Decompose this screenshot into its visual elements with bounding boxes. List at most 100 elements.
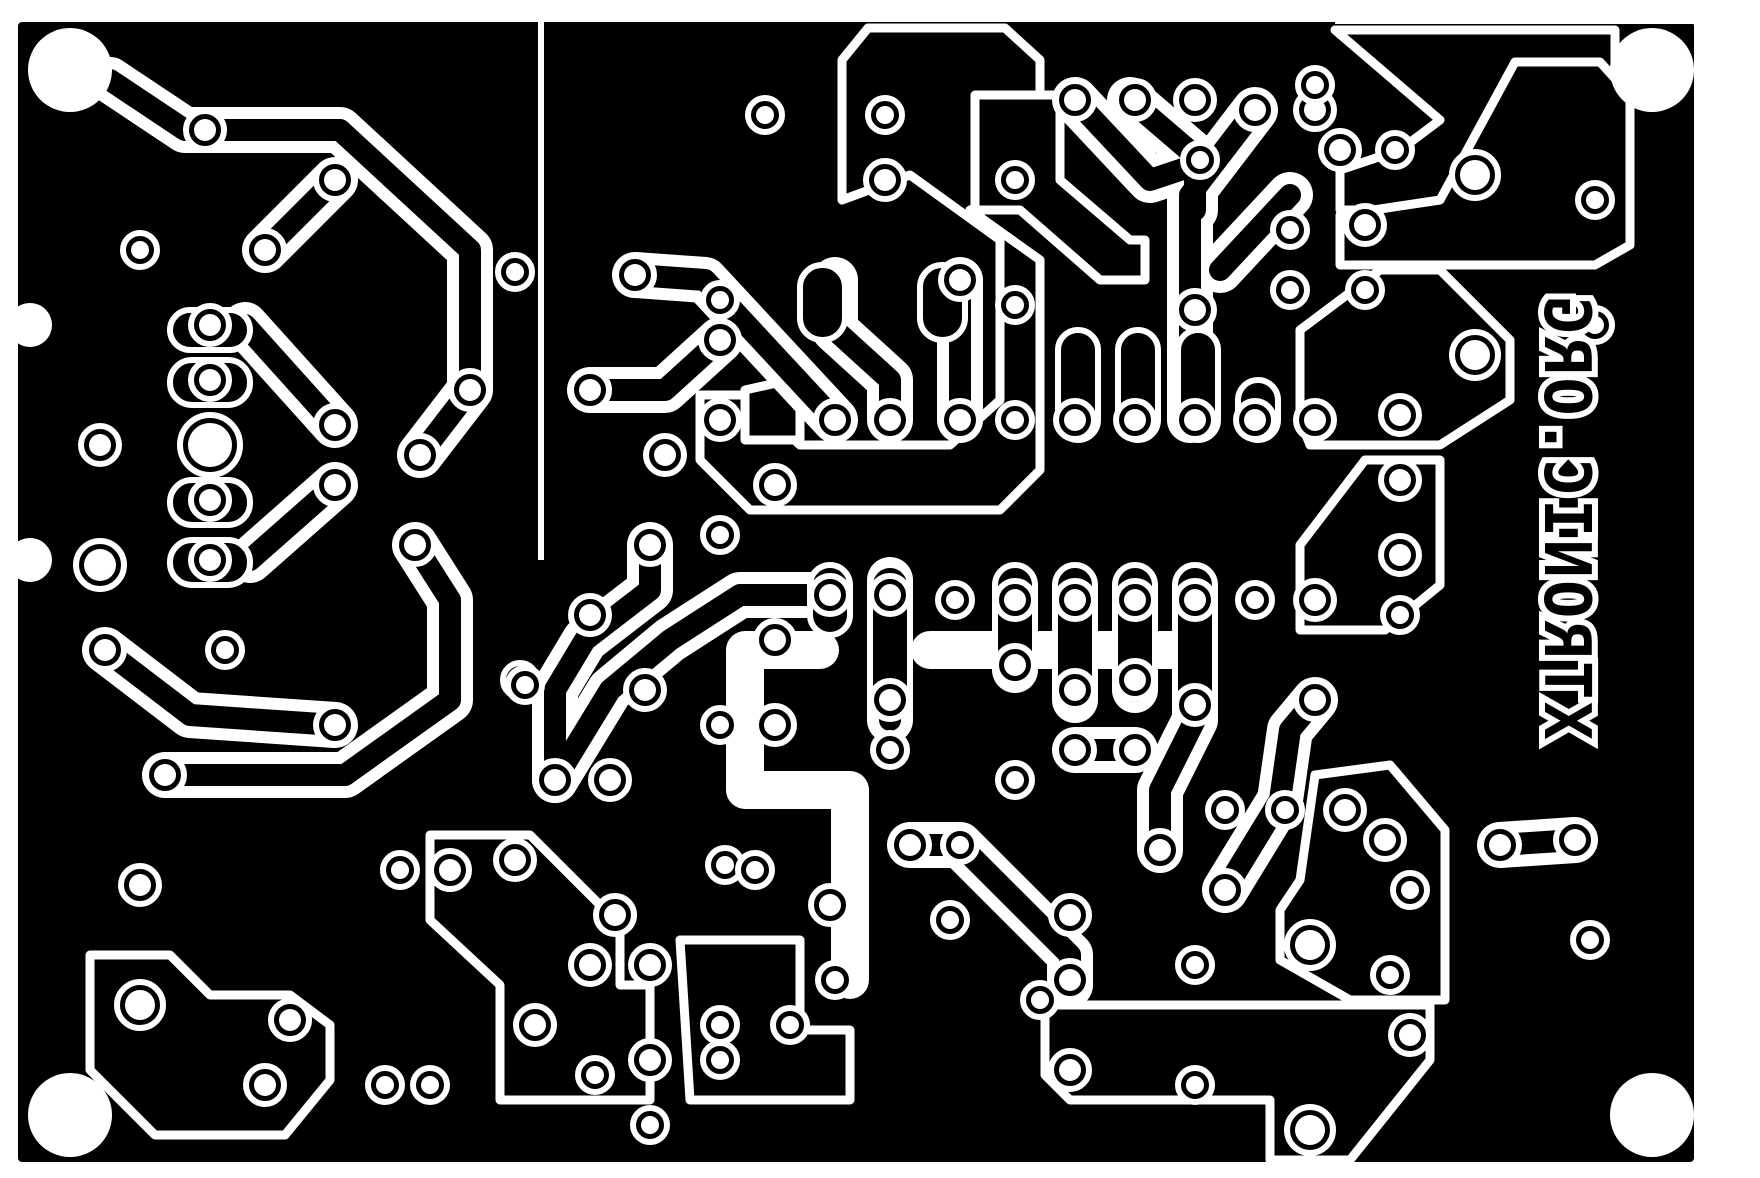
drill-hole	[949, 269, 971, 291]
drill-hole	[819, 894, 841, 916]
drill-hole	[324, 714, 346, 736]
island-center-poly	[970, 90, 1150, 285]
drill-hole	[1186, 956, 1204, 974]
drill-hole	[1006, 296, 1024, 314]
drill-hole	[506, 263, 524, 281]
drill-hole	[711, 1051, 729, 1069]
drill-hole	[1389, 544, 1411, 566]
mounting-holes	[8, 28, 1694, 1157]
drill-hole	[216, 641, 234, 659]
drill-hole	[391, 861, 409, 879]
board-label-group: XTRONIC.ORG	[1523, 288, 1609, 746]
drill-hole	[709, 409, 731, 431]
drill-hole	[874, 169, 896, 191]
drill-hole	[1006, 771, 1024, 789]
drill-hole	[654, 444, 676, 466]
drill-hole	[1004, 654, 1026, 676]
drill-hole	[1581, 931, 1599, 949]
drill-hole	[504, 849, 526, 871]
drill-hole	[1246, 591, 1264, 609]
drill-hole	[544, 769, 566, 791]
drill-hole	[1124, 89, 1146, 111]
drill-hole	[516, 676, 534, 694]
drill-hole	[826, 971, 844, 989]
drill-hole	[1124, 669, 1146, 691]
drill-hole	[1381, 966, 1399, 984]
drill-hole	[154, 764, 176, 786]
drill-hole	[1389, 404, 1411, 426]
drill-hole	[1064, 409, 1086, 431]
drill-hole	[1244, 409, 1266, 431]
drill-hole	[1184, 589, 1206, 611]
drill-hole	[324, 474, 346, 496]
drill-hole	[1124, 589, 1146, 611]
drill-hole	[459, 379, 481, 401]
drill-hole	[1184, 299, 1206, 321]
drill-hole	[129, 874, 151, 896]
drill-hole	[279, 1009, 301, 1031]
drill-hole	[941, 911, 959, 929]
drill-hole	[1191, 151, 1209, 169]
drill-hole	[1489, 834, 1511, 856]
drill-hole	[899, 834, 921, 856]
drill-hole	[1389, 469, 1411, 491]
drill-hole	[819, 584, 841, 606]
drill-hole	[879, 584, 901, 606]
drill-hole	[84, 549, 116, 581]
drill-hole	[1006, 411, 1024, 429]
drill-hole	[199, 314, 221, 336]
drill-hole	[1064, 89, 1086, 111]
drill-hole	[439, 859, 461, 881]
drill-hole	[1184, 89, 1206, 111]
drill-hole	[1334, 799, 1356, 821]
drill-hole	[1304, 589, 1326, 611]
drill-hole	[376, 1076, 394, 1094]
drill-hole	[1276, 801, 1294, 819]
drill-hole	[1295, 930, 1325, 960]
drill-hole	[199, 549, 221, 571]
drill-hole	[1304, 409, 1326, 431]
drill-hole	[1295, 1115, 1325, 1145]
drill-hole	[1064, 679, 1086, 701]
drill-hole	[1281, 281, 1299, 299]
drill-hole	[254, 1074, 276, 1096]
drill-hole	[711, 716, 729, 734]
drill-hole	[781, 1016, 799, 1034]
drill-hole	[624, 264, 646, 286]
drill-hole	[1184, 409, 1206, 431]
island-right-low	[1295, 455, 1445, 635]
drill-hole	[1281, 221, 1299, 239]
drill-hole	[764, 474, 786, 496]
drill-hole	[711, 526, 729, 544]
drill-hole	[716, 856, 734, 874]
drill-hole	[1059, 904, 1081, 926]
drill-hole	[1124, 409, 1146, 431]
drill-hole	[1460, 340, 1490, 370]
drill-hole	[1184, 694, 1206, 716]
drill-hole	[125, 990, 155, 1020]
drill-holes	[73, 65, 1615, 1156]
drill-hole	[1586, 191, 1604, 209]
drill-hole	[604, 904, 626, 926]
drill-hole	[254, 239, 276, 261]
drill-hole	[634, 679, 656, 701]
drill-hole	[404, 534, 426, 556]
drill-hole	[1399, 1024, 1421, 1046]
copper-islands	[85, 23, 1635, 1165]
drill-hole	[89, 434, 111, 456]
drill-hole	[1354, 214, 1376, 236]
drill-hole	[709, 329, 731, 351]
drill-hole	[579, 954, 601, 976]
drill-hole	[188, 423, 232, 467]
drill-hole	[599, 769, 621, 791]
drill-hole	[409, 444, 431, 466]
drill-hole	[639, 534, 661, 556]
drill-hole	[1460, 160, 1490, 190]
drill-hole	[824, 409, 846, 431]
drill-hole	[579, 379, 601, 401]
drill-hole	[1186, 1076, 1204, 1094]
drill-hole	[1124, 739, 1146, 761]
drill-hole	[199, 489, 221, 511]
drill-hole	[1006, 171, 1024, 189]
drill-hole	[1059, 1059, 1081, 1081]
